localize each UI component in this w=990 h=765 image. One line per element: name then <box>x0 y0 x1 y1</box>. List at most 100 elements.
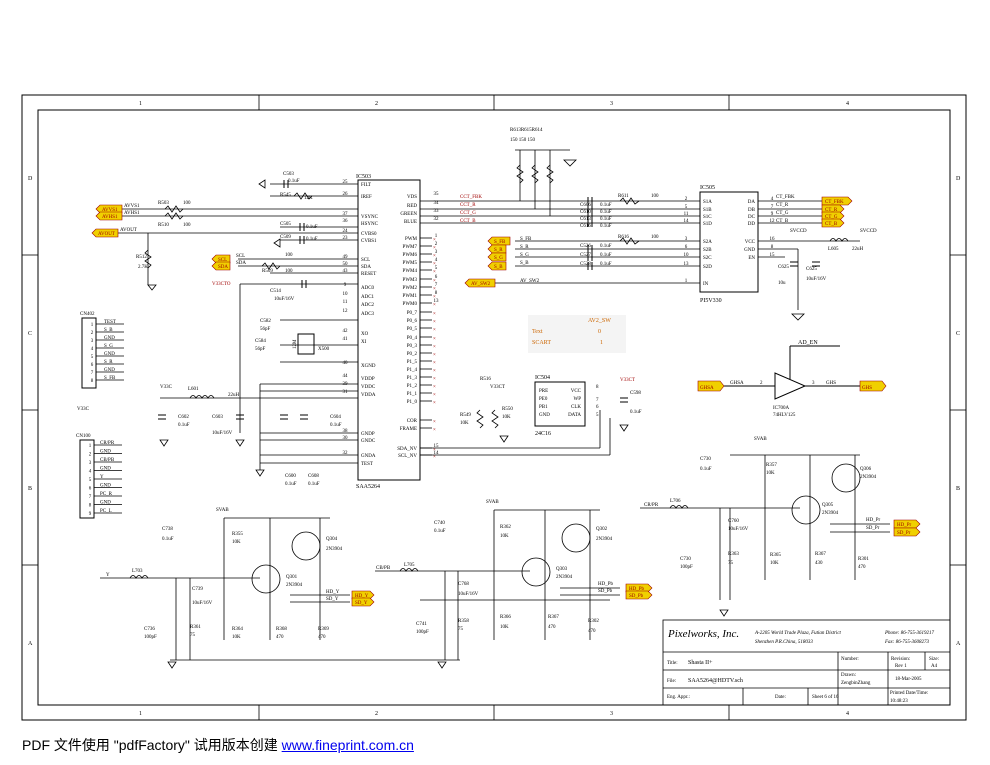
no-connect-mark: × <box>433 270 436 275</box>
pin-number: 33 <box>434 209 440 214</box>
component-label: 0.1uF <box>306 225 318 230</box>
component-label: SVAB <box>754 437 767 442</box>
component-label: 10K <box>502 415 511 420</box>
transistors <box>251 463 861 594</box>
row-label: A <box>28 641 33 647</box>
printed-value: 10:48:23 <box>890 699 908 704</box>
pin-number: 38 <box>343 429 349 434</box>
component-label: V33C <box>77 407 90 412</box>
ic-ref: IC700A <box>773 406 790 411</box>
component-label: 100pF <box>416 630 429 635</box>
component-label: Q305 <box>822 503 834 508</box>
pin-number: 8 <box>91 379 94 384</box>
pin-number: 49 <box>343 255 349 260</box>
pin-name: P0_5 <box>407 327 418 332</box>
pin-name: GND <box>744 248 755 253</box>
component-label: R363 <box>728 552 739 557</box>
row-label: D <box>28 176 33 182</box>
ic-part: 74HLV125 <box>773 413 796 418</box>
pin-number: 24 <box>343 229 349 234</box>
component-label: 0.1uF <box>330 423 342 428</box>
pin-name: PC_L <box>100 509 112 514</box>
col-label: 4 <box>846 711 849 717</box>
pin-name: CR/PR <box>100 441 115 446</box>
pin-name: P0_6 <box>407 319 418 324</box>
revision-label: Revision: <box>891 657 910 662</box>
pin-number: 11 <box>343 300 348 305</box>
footer-link[interactable]: www.fineprint.com.cn <box>281 737 414 753</box>
pin-number: 1 <box>435 234 438 239</box>
component-label: 12K <box>304 196 313 201</box>
pin-name: S_R <box>104 360 113 365</box>
pin-name: VCC <box>571 389 582 394</box>
component-label: AVVS1 <box>124 204 140 209</box>
pin-number: 2 <box>685 197 688 202</box>
pin-number: 2 <box>89 453 92 458</box>
connector-ref: CN100 <box>76 434 91 439</box>
pin-name: ADC2 <box>361 303 375 308</box>
component-label: C613 <box>580 217 591 222</box>
drawn-value: ZengbinZhang <box>841 681 871 686</box>
inductors <box>129 238 849 579</box>
pin-name: XI <box>361 340 367 345</box>
company-name: Pixelworks, Inc. <box>667 628 739 640</box>
net-flag-text: CT_B <box>825 222 838 227</box>
company-fax: Fax: 86-755-3608273 <box>884 640 930 645</box>
component-label: 100 <box>183 223 191 228</box>
pin-name: PB1 <box>539 405 548 410</box>
no-connect-mark: × <box>433 312 436 317</box>
component-label: C598 <box>630 391 641 396</box>
component-label: 100 <box>285 253 293 258</box>
row-label: D <box>956 176 961 182</box>
net-flag: CT_B <box>821 218 845 228</box>
component-label: L703 <box>132 569 143 574</box>
no-connect-mark: × <box>433 385 436 390</box>
component-label: Q303 <box>556 567 568 572</box>
pin-number: 15 <box>770 253 776 258</box>
net-flag-text: AV_SW2 <box>471 282 491 287</box>
pin-name: GNDA <box>361 454 376 459</box>
pin-number: 9 <box>89 512 92 517</box>
net-flag: SD_Pb <box>625 590 653 600</box>
pin-name: P1_2 <box>407 384 418 389</box>
pin-name: S1B <box>703 208 712 213</box>
component-label: R616 <box>618 235 629 240</box>
printed-label: Printed Date/Time: <box>890 691 928 696</box>
pin-number: 5 <box>435 266 438 271</box>
date-value: 18-Mar-2005 <box>895 677 922 682</box>
pin-name: GREEN <box>400 212 417 217</box>
no-connect-mark: × <box>433 328 436 333</box>
company-address: Shenzhen P.R.China, 518033 <box>755 640 813 645</box>
component-label: L601 <box>188 387 199 392</box>
pin-name: S_FB <box>104 376 116 381</box>
pin-name: S2D <box>703 265 712 270</box>
component-label: C616 <box>580 224 591 229</box>
component-label: R503 <box>158 201 169 206</box>
pin-number: 14 <box>434 451 440 456</box>
pin-name: P1_1 <box>407 392 418 397</box>
component-label: 22uH <box>852 247 864 252</box>
pin-number: 12 <box>770 219 776 224</box>
ic-part: 24C16 <box>535 431 551 437</box>
no-connect-mark: × <box>433 377 436 382</box>
component-label: 0.1uF <box>178 423 190 428</box>
pin-name: CB/PB <box>100 458 115 463</box>
component-label: 56pF <box>255 347 266 352</box>
component-label: CT_FBK <box>776 195 795 200</box>
sheet-number: Sheet 6 of 16 <box>812 695 839 700</box>
revision-value: Rev 1 <box>895 664 907 669</box>
component-label: 0.1uF <box>600 210 612 215</box>
component-label: 10uF/16V <box>458 592 479 597</box>
component-label: 10K <box>500 625 509 630</box>
component-label: R364 <box>232 627 243 632</box>
col-label: 3 <box>610 101 613 107</box>
pin-name: PRE <box>539 389 548 394</box>
pin-number: 9 <box>771 212 774 217</box>
component-label: R368 <box>276 627 287 632</box>
component-label: C528 <box>580 262 591 267</box>
component-label: 5 <box>596 413 599 418</box>
component-label: C505 <box>280 222 291 227</box>
pin-number: 34 <box>434 201 440 206</box>
pin-number: 8 <box>89 504 92 509</box>
